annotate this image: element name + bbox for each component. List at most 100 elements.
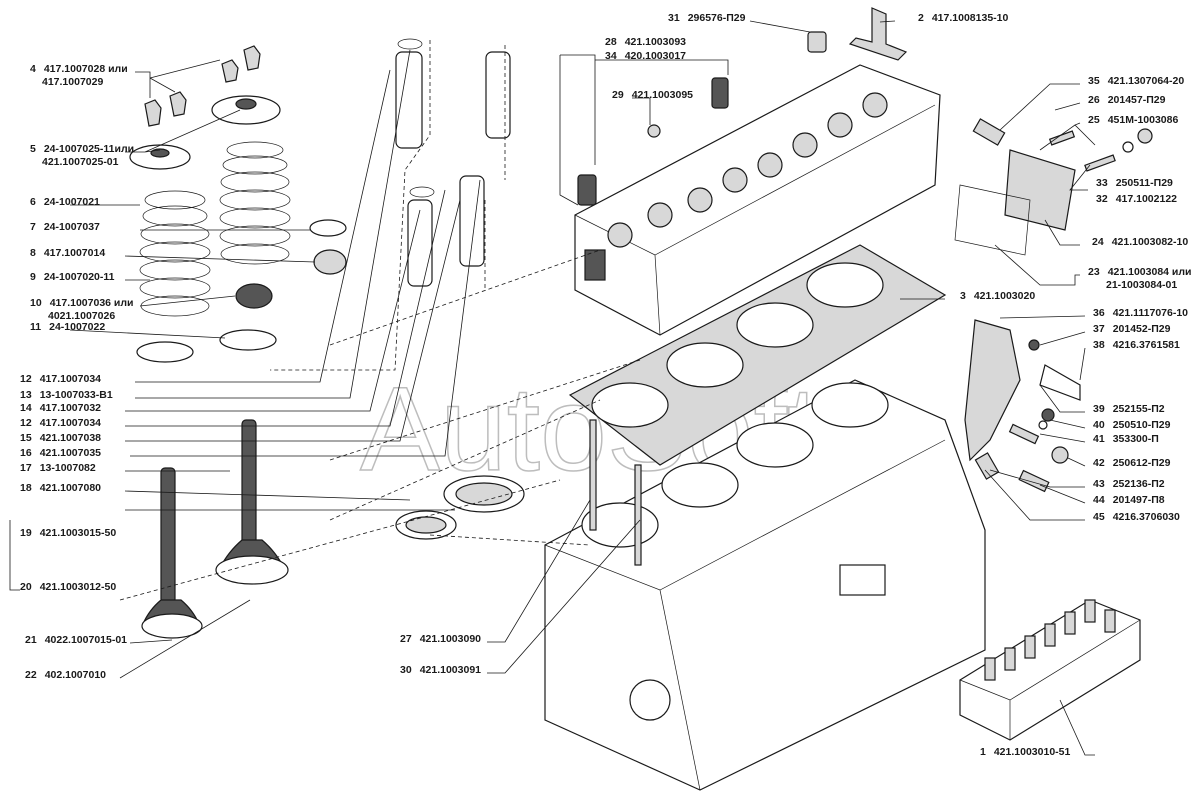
- callout-label: 44 201497-П8: [1093, 494, 1165, 506]
- callout-number: 42: [1093, 457, 1105, 469]
- callout-number: 15: [20, 432, 32, 444]
- callout-part-code: 4022.1007015-01: [45, 634, 127, 646]
- callout-number: 36: [1093, 307, 1105, 319]
- callout-part-code: 250510-П29: [1113, 419, 1171, 431]
- callout-part-code: 201497-П8: [1113, 494, 1165, 506]
- bolt-icon: [1028, 339, 1040, 351]
- callout-part-code: 421.1003015-50: [40, 527, 117, 539]
- valve-stem-seal-icon: [235, 283, 273, 309]
- assembly-dash-lines: [119, 40, 641, 601]
- valve-key-icon: [243, 45, 261, 71]
- callout-part-code-alt: 21-1003084-01: [1106, 279, 1177, 291]
- callout-part-code: 24-1007025-11или: [44, 143, 134, 155]
- spring-plate-hole: [235, 98, 257, 110]
- callout-number: 11: [30, 321, 41, 333]
- callout-part-code: 421.1003012-50: [40, 581, 117, 593]
- callout-number: 17: [20, 462, 32, 474]
- callout-part-code: 24-1007021: [44, 196, 100, 208]
- nut-icon: [647, 124, 661, 138]
- callout-part-code: 421.1003020: [974, 290, 1035, 302]
- inner-spring-icon: [139, 190, 211, 317]
- callout-number: 25: [1088, 114, 1100, 126]
- callout-part-code: 353300-П: [1113, 433, 1159, 445]
- bracket-plate-icon: [1039, 364, 1081, 401]
- mounting-bracket-icon: [964, 319, 1021, 462]
- callout-part-code: 421.1003082-10: [1112, 236, 1189, 248]
- callout-number: 16: [20, 447, 32, 459]
- callout-part-code: 13-1007033-В1: [40, 389, 113, 401]
- callout-part-code: 252136-П2: [1113, 478, 1165, 490]
- callout-part-code: 417.1007034: [40, 373, 101, 385]
- callout-label: 25 451М-1003086: [1088, 114, 1178, 126]
- spring-washer-icon: [219, 329, 277, 351]
- callout-part-code: 421.1007038: [40, 432, 101, 444]
- exhaust-valve-icon: [215, 419, 289, 585]
- callout-part-code: 421.1003093: [625, 36, 686, 48]
- guide-circlip-icon: [397, 38, 423, 50]
- callout-part-code: 201452-П29: [1113, 323, 1171, 335]
- callout-number: 37: [1093, 323, 1105, 335]
- callout-number: 44: [1093, 494, 1105, 506]
- callout-part-code: 250612-П29: [1113, 457, 1171, 469]
- callout-number: 5: [30, 143, 36, 155]
- callout-label: 20 421.1003012-50: [20, 581, 116, 593]
- callout-number: 20: [20, 581, 32, 593]
- callout-part-code: 421.1307064-20: [1108, 75, 1185, 87]
- callout-label: 3 421.1003020: [960, 290, 1035, 302]
- plug-icon: [807, 31, 827, 53]
- callout-part-code-alt: 421.1007025-01: [42, 156, 119, 168]
- head-gasket-drawing: [568, 244, 947, 466]
- callout-number: 3: [960, 290, 966, 302]
- callout-part-code: 402.1007010: [45, 669, 106, 681]
- callout-number: 23: [1088, 266, 1100, 278]
- callout-part-code: 417.1002122: [1116, 193, 1177, 205]
- callout-part-code: 4216.3761581: [1113, 339, 1180, 351]
- callout-part-code: 417.1008135-10: [932, 12, 1009, 24]
- cover-plate-icon: [1004, 149, 1076, 231]
- intake-valve-icon: [141, 467, 203, 639]
- callout-part-code: 417.1007028 или: [44, 63, 128, 75]
- callout-number: 6: [30, 196, 36, 208]
- valve-parts-group: [129, 38, 525, 639]
- callout-part-code: 417.1007032: [40, 402, 101, 414]
- callout-label: 6 24-1007021: [30, 196, 100, 208]
- callout-label: 37 201452-П29: [1093, 323, 1171, 335]
- callout-number: 28: [605, 36, 617, 48]
- washer-icon: [1038, 420, 1048, 430]
- oil-seal-ring-icon: [309, 219, 347, 237]
- callout-number: 22: [25, 669, 37, 681]
- bolt-icon: [1018, 469, 1050, 493]
- callout-part-code: 451М-1003086: [1108, 114, 1179, 126]
- callout-number: 9: [30, 271, 36, 283]
- callout-number: 7: [30, 221, 36, 233]
- callout-number: 31: [668, 12, 680, 24]
- callout-number: 12: [20, 417, 32, 429]
- callout-number: 30: [400, 664, 412, 676]
- callout-number: 29: [612, 89, 624, 101]
- callout-part-code: 421.1003090: [420, 633, 481, 645]
- valve-seat-inner: [455, 482, 513, 506]
- spring-plate-icon: [211, 95, 281, 125]
- assembled-head-drawing: [959, 599, 1141, 741]
- cylinder-head-drawing: [574, 64, 941, 336]
